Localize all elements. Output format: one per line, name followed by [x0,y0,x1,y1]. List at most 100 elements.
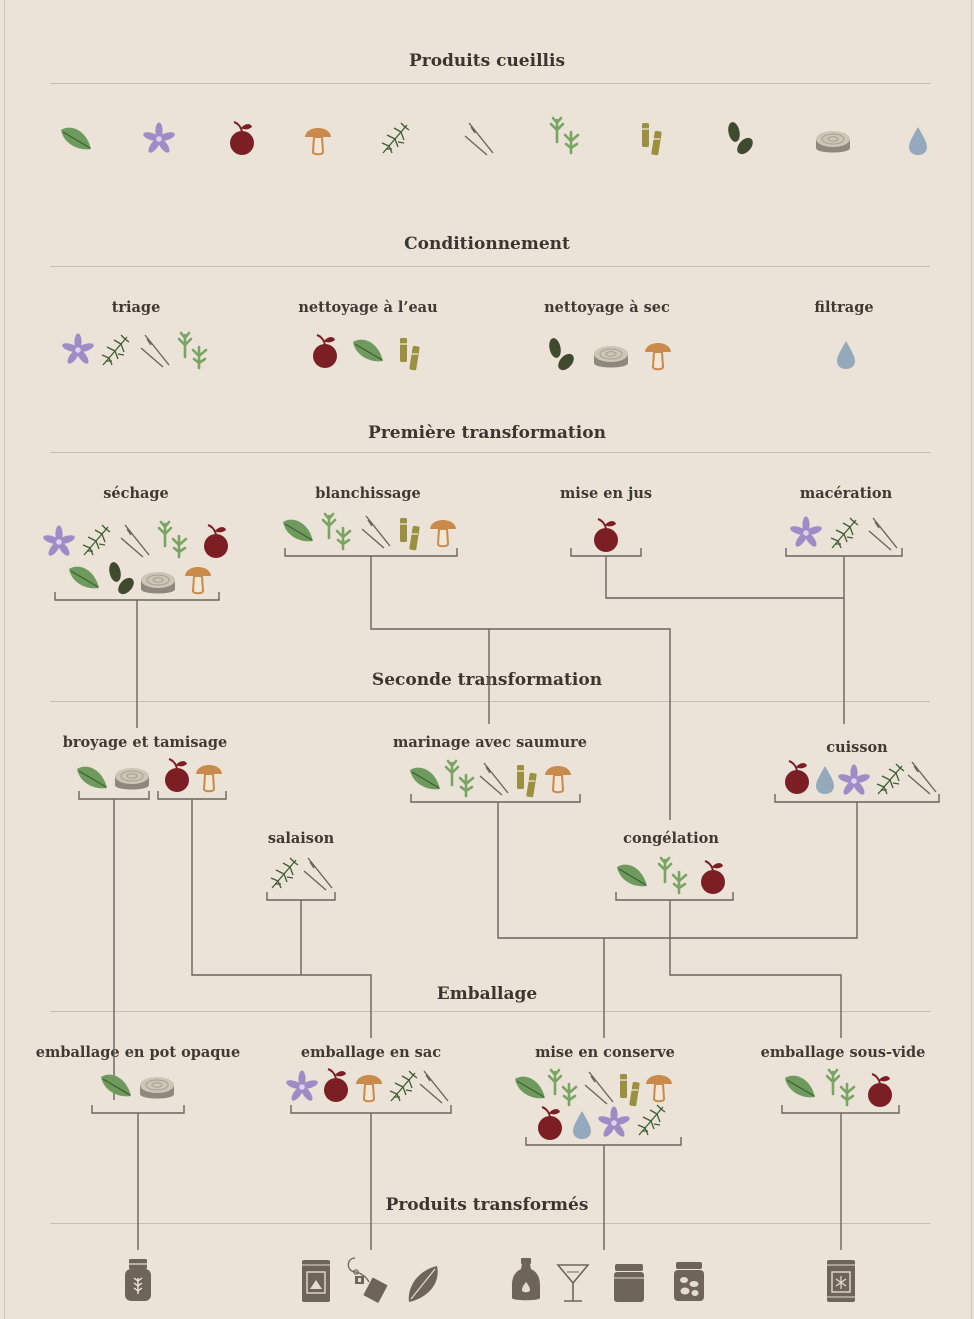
twig-icon [464,122,494,156]
step-label-sous-vide: emballage sous-vide [760,1044,926,1061]
wood-slice-icon [593,345,629,368]
twig-icon [907,761,937,795]
shoot-icon [825,1068,856,1107]
herb-sprig-icon [876,763,905,795]
step-label-marinage: marinage avec saumure [392,734,587,751]
step-label-cuisson: cuisson [826,739,888,756]
twig-icon [868,517,898,551]
leaf-icon [76,765,108,790]
section-rule [50,266,930,267]
herb-sprig-icon [637,1104,666,1136]
berry-icon [537,1106,563,1141]
step-label-nettoyage-sec: nettoyage à sec [544,299,670,316]
mushroom-icon [429,519,457,548]
water-drop-icon [573,1111,591,1139]
mushroom-icon [645,1074,673,1103]
step-label-broyage: broyage et tamisage [62,734,228,751]
twig-icon [303,857,333,891]
mushroom-icon [544,765,572,794]
step-label-congelation: congélation [623,830,719,847]
berry-icon [203,524,229,559]
step-label-nettoyage-eau: nettoyage à l’eau [298,299,438,316]
pickle-jar-icon [674,1262,704,1301]
step-label-conserve: mise en conserve [535,1044,675,1061]
preserve-jar-icon [613,1263,645,1303]
wood-slice-icon [140,571,176,594]
water-drop-icon [909,127,927,155]
step-label-blanchissage: blanchissage [315,485,421,502]
mushroom-icon [355,1074,383,1103]
herb-sprig-icon [270,857,299,889]
herb-sprig-icon [830,517,859,549]
berry-icon [312,334,338,369]
shoot-icon [657,856,688,895]
step-label-pot-opaque: emballage en pot opaque [35,1044,241,1061]
leaf-icon [784,1074,816,1099]
shoot-icon [177,331,208,370]
leaf-icon [409,766,441,791]
shoot-icon [444,759,475,798]
step-label-triage: triage [111,299,161,316]
berry-icon [593,518,619,553]
tea-bag-icon [347,1257,389,1304]
seed-icon [726,121,756,158]
berry-icon [323,1068,349,1103]
section-rule [50,83,930,84]
step-label-filtrage: filtrage [814,299,874,316]
leaf-icon [68,565,100,590]
stem-icon [399,517,421,552]
leaf-icon [616,863,648,888]
section-title-packaging: Emballage [436,984,538,1004]
flower-icon [61,333,95,366]
shoot-icon [157,520,188,559]
step-label-maceration: macération [799,485,893,502]
section-title-second-transformation: Seconde transformation [371,670,603,690]
wood-slice-icon [139,1076,175,1099]
section-title-harvested: Produits cueillis [408,51,566,71]
step-label-sechage: séchage [103,485,169,502]
step-label-salaison: salaison [267,830,335,847]
seed-icon [107,561,137,598]
shoot-icon [547,1068,578,1107]
section-rule [50,701,930,702]
section-rule [50,1223,930,1224]
poster-frame [4,0,972,1319]
stem-icon [619,1073,641,1108]
shoot-icon [549,116,580,155]
mushroom-icon [195,764,223,793]
leaf-icon [282,518,314,543]
flower-icon [142,122,176,155]
bottle-icon [512,1258,540,1301]
twig-icon [479,762,509,796]
flower-icon [789,516,823,549]
water-drop-icon [837,341,855,369]
berry-icon [700,860,726,895]
stem-icon [399,337,421,372]
flower-icon [285,1070,319,1103]
section-rule [50,1011,930,1012]
mushroom-icon [644,342,672,371]
section-title-final-products: Produits transformés [385,1195,589,1215]
berry-icon [229,121,255,156]
berry-icon [784,760,810,795]
wood-slice-icon [114,767,150,790]
section-rule [50,452,930,453]
step-label-sac: emballage en sac [300,1044,442,1061]
leaf-icon [60,126,92,151]
spice-jar-icon [124,1258,152,1302]
mushroom-icon [304,127,332,156]
twig-icon [361,515,391,549]
section-title-conditioning: Conditionnement [404,234,570,254]
leaf-icon [514,1075,546,1100]
step-label-mise-en-jus: mise en jus [559,485,653,502]
berry-icon [867,1073,893,1108]
herb-sprig-icon [101,334,130,366]
cocktail-glass-icon [557,1264,589,1302]
pouch-icon [301,1259,331,1303]
twig-icon [584,1071,614,1105]
twig-icon [419,1070,449,1104]
berry-icon [164,758,190,793]
stem-icon [641,122,663,157]
mushroom-icon [184,566,212,595]
